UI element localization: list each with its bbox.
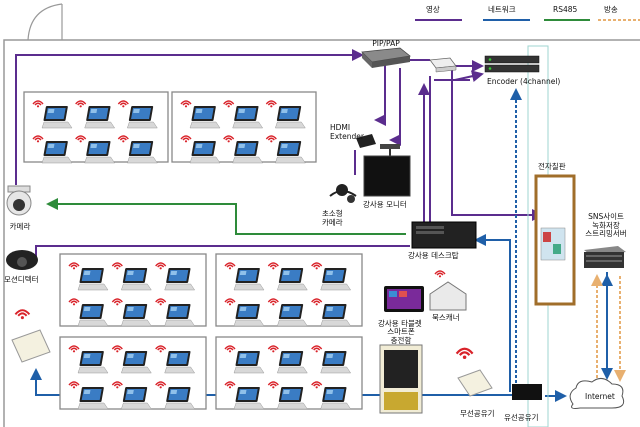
broadcast-lines <box>591 274 626 382</box>
internet-label: Internet <box>585 392 615 401</box>
lecturer-tablet <box>384 286 424 312</box>
internet-cloud <box>569 378 625 409</box>
box-scanner-label: 북스캐너 <box>432 313 460 322</box>
splitter-device <box>429 57 457 73</box>
camera-label: 카메라 <box>9 222 31 231</box>
wired-router-label: 유선공유기 <box>504 413 539 422</box>
network-lines <box>30 88 613 402</box>
legend-video-label: 영상 <box>426 5 440 14</box>
wired-router <box>512 384 542 400</box>
hdmi-extender-device <box>356 134 376 148</box>
small-camera-device <box>329 184 357 203</box>
e-board <box>534 174 576 306</box>
e-board-label: 전자칠판 <box>538 162 566 171</box>
small-camera-label: 초소형 카메라 <box>322 209 343 227</box>
pip-pap-label: PIP/PAP <box>372 39 400 48</box>
motion-detector-device <box>6 250 38 270</box>
lecturer-desktop <box>411 221 477 249</box>
smartphone-charger <box>379 344 423 414</box>
legend-broadcast-label: 방송 <box>604 5 618 14</box>
encoder-label: Encoder (4channel) <box>487 77 561 86</box>
door-arc <box>27 3 63 41</box>
lecturer-monitor-label: 강사용 모니터 <box>363 200 407 209</box>
rs485-lines <box>46 198 406 235</box>
classroom-outline <box>3 39 640 427</box>
motion-detector-label: 모션디텍터 <box>4 275 39 284</box>
lecturer-tablet-label: 강사용 타블렛 <box>378 319 422 328</box>
wireless-router-label: 무선공유기 <box>460 409 495 418</box>
box-scanner-device <box>429 270 467 311</box>
legend-rs485-label: RS485 <box>553 5 578 14</box>
smartphone-charger-label: 스마트폰 충전함 <box>387 327 415 345</box>
camera-device <box>6 185 32 216</box>
hdmi-extender-label: HDMI Extender <box>330 123 364 141</box>
pip-pap-device <box>361 47 411 68</box>
lecturer-desktop-label: 강사용 데스크탑 <box>408 251 459 260</box>
lecturer-monitor <box>363 144 411 197</box>
wireless-router <box>455 347 493 397</box>
encoder-device <box>484 55 540 73</box>
sns-server-label: SNS사이트 녹화저장 스트리밍서버 <box>585 212 627 239</box>
legend-network-label: 네트워크 <box>488 5 516 14</box>
left-wireless-ap <box>11 309 51 363</box>
sns-server <box>584 246 626 268</box>
